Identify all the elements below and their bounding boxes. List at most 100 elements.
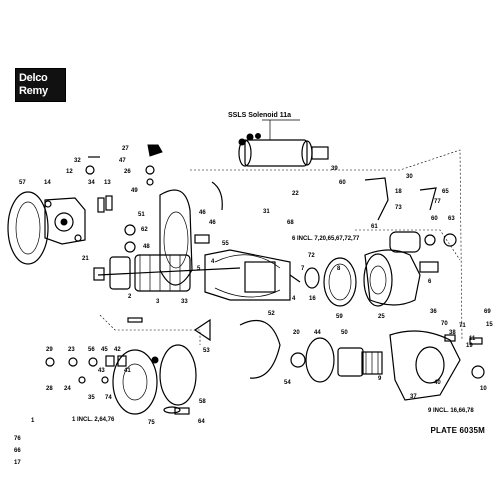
callout: 64: [198, 419, 205, 425]
callout: 1: [31, 418, 35, 424]
end-cover: [112, 344, 197, 415]
callout: 50: [341, 330, 348, 336]
callout: 13: [104, 180, 111, 186]
callout: 44: [314, 330, 321, 336]
callout: 27: [122, 146, 129, 152]
callout: 17: [14, 460, 21, 466]
callout: 36: [430, 309, 437, 315]
callout: 52: [268, 311, 275, 317]
callout: 20: [293, 330, 300, 336]
callout: 29: [46, 347, 53, 353]
callout: 35: [88, 395, 95, 401]
callout: 6: [428, 279, 432, 285]
callout: 33: [181, 299, 188, 305]
solenoid: [238, 119, 329, 167]
callout: 70: [441, 321, 448, 327]
callout: 34: [88, 180, 95, 186]
callout: 22: [292, 191, 299, 197]
callout: 71: [459, 323, 466, 329]
callout: 65: [442, 189, 449, 195]
callout: 2: [128, 294, 132, 300]
callout: 46: [199, 210, 206, 216]
note-6: 6 INCL. 7,20,65,67,72,77: [292, 236, 360, 242]
callout: 31: [263, 209, 270, 215]
callout: 62: [141, 227, 148, 233]
callout: 59: [336, 314, 343, 320]
callout: 75: [148, 420, 155, 426]
callout: 10: [480, 386, 487, 392]
callout: 5: [197, 266, 201, 272]
callout: 57: [19, 180, 26, 186]
callout: 48: [143, 244, 150, 250]
callout: 26: [124, 169, 131, 175]
commutator-end-frame: [7, 191, 86, 265]
callout: 47: [119, 158, 126, 164]
nose-housing: [389, 330, 485, 401]
callout: 69: [484, 309, 491, 315]
pointer-53: [193, 318, 211, 342]
note-1: 1 INCL. 2,64,76: [72, 417, 115, 423]
callout: 30: [406, 174, 413, 180]
callout: 19: [466, 343, 473, 349]
callout: 77: [434, 199, 441, 205]
callout: 54: [284, 380, 291, 386]
callout: 24: [64, 386, 71, 392]
callout: 51: [138, 212, 145, 218]
callout: 53: [203, 348, 210, 354]
logo-line2: Remy: [19, 85, 48, 97]
callout: 66: [14, 448, 21, 454]
callout: 14: [44, 180, 51, 186]
spacer-parts: [290, 337, 335, 383]
callout: 49: [131, 188, 138, 194]
callout: 74: [105, 395, 112, 401]
callout: 56: [88, 347, 95, 353]
callout: 37: [410, 394, 417, 400]
callout: 55: [222, 241, 229, 247]
snap-ring: [239, 320, 281, 379]
callout: 38: [449, 330, 456, 336]
callout: 7: [301, 266, 305, 272]
washers-middle: [304, 257, 357, 307]
callout: 18: [395, 189, 402, 195]
callout: 45: [101, 347, 108, 353]
callout: 61: [371, 224, 378, 230]
callout: 32: [74, 158, 81, 164]
callout: 23: [68, 347, 75, 353]
callout: 8: [337, 266, 341, 272]
callout: 46: [209, 220, 216, 226]
callout: 39: [331, 166, 338, 172]
callout: 41: [124, 368, 131, 374]
note-9: 9 INCL. 16,66,78: [428, 408, 474, 414]
callout: 12: [66, 169, 73, 175]
callout: 42: [114, 347, 121, 353]
plate-number: PLATE 6035M: [430, 426, 485, 435]
field-coils: [204, 249, 301, 301]
callout: 68: [287, 220, 294, 226]
callout: 25: [378, 314, 385, 320]
callout: 63: [448, 216, 455, 222]
pinion-drive: [337, 347, 383, 377]
callout: 3: [156, 299, 160, 305]
callout: 73: [395, 205, 402, 211]
delco-remy-logo: Delco Remy: [15, 68, 66, 102]
callout: 43: [98, 368, 105, 374]
callout: 60: [339, 180, 346, 186]
callout: 9: [378, 376, 382, 382]
callout: 60: [431, 216, 438, 222]
logo-line1: Delco: [19, 72, 48, 84]
callout: 4: [292, 296, 296, 302]
callout: 72: [308, 253, 315, 259]
callout: 40: [434, 380, 441, 386]
callout: 11: [469, 336, 476, 342]
diagram-title: SSLS Solenoid 11a: [228, 112, 292, 119]
armature: [93, 254, 241, 292]
drive-housing: [363, 177, 457, 307]
small-hardware-top: [85, 144, 163, 213]
callout: 58: [199, 399, 206, 405]
callout: 4: [211, 259, 215, 265]
callout: 28: [46, 386, 53, 392]
callout: 16: [309, 296, 316, 302]
